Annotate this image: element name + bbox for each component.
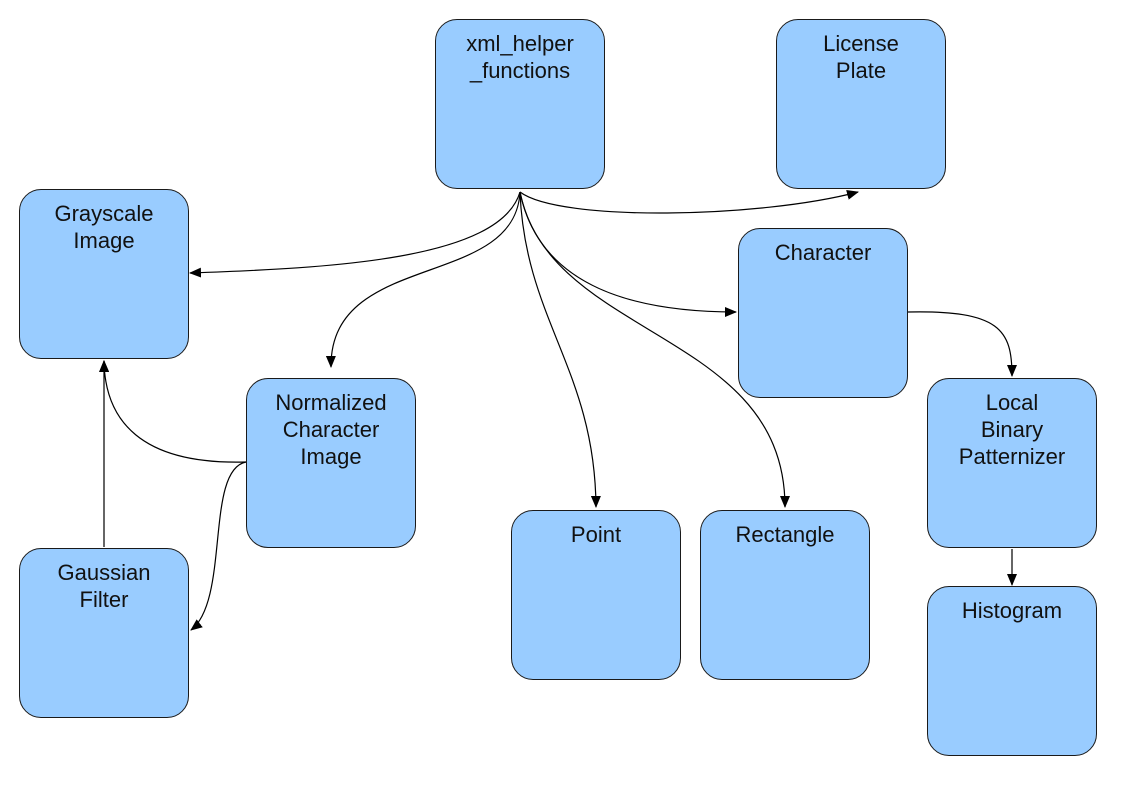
node-character[interactable]: Character <box>738 228 908 398</box>
edge-normalized-to-grayscale-image <box>99 360 247 463</box>
node-label: Character <box>774 240 872 265</box>
edge-character-to-local-binary-patternizer <box>907 311 1017 377</box>
node-label: License Plate <box>823 31 899 83</box>
node-label: Rectangle <box>735 522 835 547</box>
edge-xml-to-normalized-character-image <box>325 191 521 368</box>
edge-xml-to-grayscale-image <box>189 191 521 278</box>
node-label: Local Binary Patternizer <box>958 390 1066 469</box>
node-label: Point <box>570 522 622 547</box>
node-license-plate[interactable]: License Plate <box>776 19 946 189</box>
edge-xml-to-point <box>519 191 601 508</box>
node-gaussian-filter[interactable]: Gaussian Filter <box>19 548 189 718</box>
node-label: Histogram <box>961 598 1063 623</box>
node-point[interactable]: Point <box>511 510 681 680</box>
node-normalized-character-image[interactable]: Normalized Character Image <box>246 378 416 548</box>
edge-xml-to-license-plate <box>519 189 859 214</box>
node-label: Grayscale Image <box>54 201 154 253</box>
edge-xml-to-rectangle <box>519 191 790 508</box>
edge-normalized-to-gaussian-filter <box>190 461 247 631</box>
node-rectangle[interactable]: Rectangle <box>700 510 870 680</box>
node-histogram[interactable]: Histogram <box>927 586 1097 756</box>
node-label: Gaussian Filter <box>57 560 151 612</box>
node-local-binary-patternizer[interactable]: Local Binary Patternizer <box>927 378 1097 548</box>
edge-xml-to-character <box>519 191 737 317</box>
node-label: xml_helper _functions <box>466 31 574 83</box>
node-label: Normalized Character Image <box>275 390 387 469</box>
node-grayscale-image[interactable]: Grayscale Image <box>19 189 189 359</box>
node-xml-helper-functions[interactable]: xml_helper _functions <box>435 19 605 189</box>
